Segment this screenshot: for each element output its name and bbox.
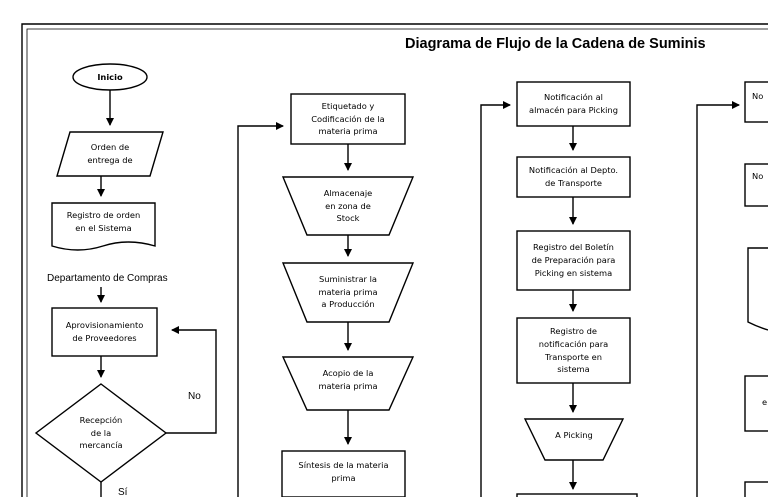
- register-notification-label: Registro de notificación para Transporte…: [538, 325, 609, 375]
- register-label: Registro de orden en el Sistema: [66, 210, 141, 233]
- col4-box-4: [744, 481, 768, 497]
- picking-label: A Picking: [555, 429, 593, 440]
- picking-trapezoid: [523, 418, 625, 461]
- page-title: Diagrama de Flujo de la Cadena de Sumini…: [405, 36, 706, 52]
- connector-col1-col2: [237, 122, 284, 497]
- order-parallelogram: [56, 131, 164, 177]
- arrow-no-loop: [166, 326, 217, 434]
- yes-label: Sí: [118, 487, 128, 498]
- supply-prod-trapezoid: [281, 262, 415, 323]
- register-document: [51, 202, 156, 251]
- next-box-col3: [516, 493, 638, 497]
- col4-box-1: [744, 81, 768, 123]
- no-label: No: [188, 391, 201, 402]
- col4-box-3: [744, 375, 768, 432]
- connector-col3-col4: [696, 101, 740, 497]
- notify-transport-label: Notificación al Depto. de Transporte: [528, 165, 619, 188]
- notify-warehouse-label: Notificación al almacén para Picking: [529, 92, 618, 115]
- col4-label-1: No: [752, 90, 764, 101]
- col4-label-3: e: [762, 396, 768, 407]
- connector-col2-col3: [480, 101, 511, 497]
- reception-label: Recepción de la mercancía: [79, 414, 123, 451]
- col4-document: [747, 247, 768, 331]
- gather-trapezoid: [281, 356, 415, 411]
- synthesis-process-box: [281, 450, 406, 497]
- order-label: Orden de entrega de: [87, 142, 133, 165]
- label-step-label: Etiquetado y Codificación de la materia …: [311, 100, 385, 137]
- register-bulletin-label: Registro del Boletín de Preparación para…: [531, 242, 616, 278]
- department-label: Departamento de Compras: [47, 273, 168, 284]
- storage-label: Almacenaje en zona de Stock: [323, 187, 373, 224]
- page-border: [21, 23, 768, 497]
- synthesis-label: Síntesis de la materia prima: [298, 460, 389, 483]
- supply-process-box: [51, 307, 158, 357]
- supply-prod-label: Suministrar la materia prima a Producció…: [318, 273, 378, 310]
- storage-trapezoid: [281, 176, 415, 236]
- col4-box-2: [744, 163, 768, 207]
- page-border-inner: [26, 28, 768, 497]
- gather-label: Acopio de la materia prima: [318, 368, 378, 391]
- col4-label-2: No: [752, 170, 764, 181]
- start-label: Inicio: [97, 71, 123, 82]
- supply-label: Aprovisionamiento de Proveedores: [65, 320, 144, 343]
